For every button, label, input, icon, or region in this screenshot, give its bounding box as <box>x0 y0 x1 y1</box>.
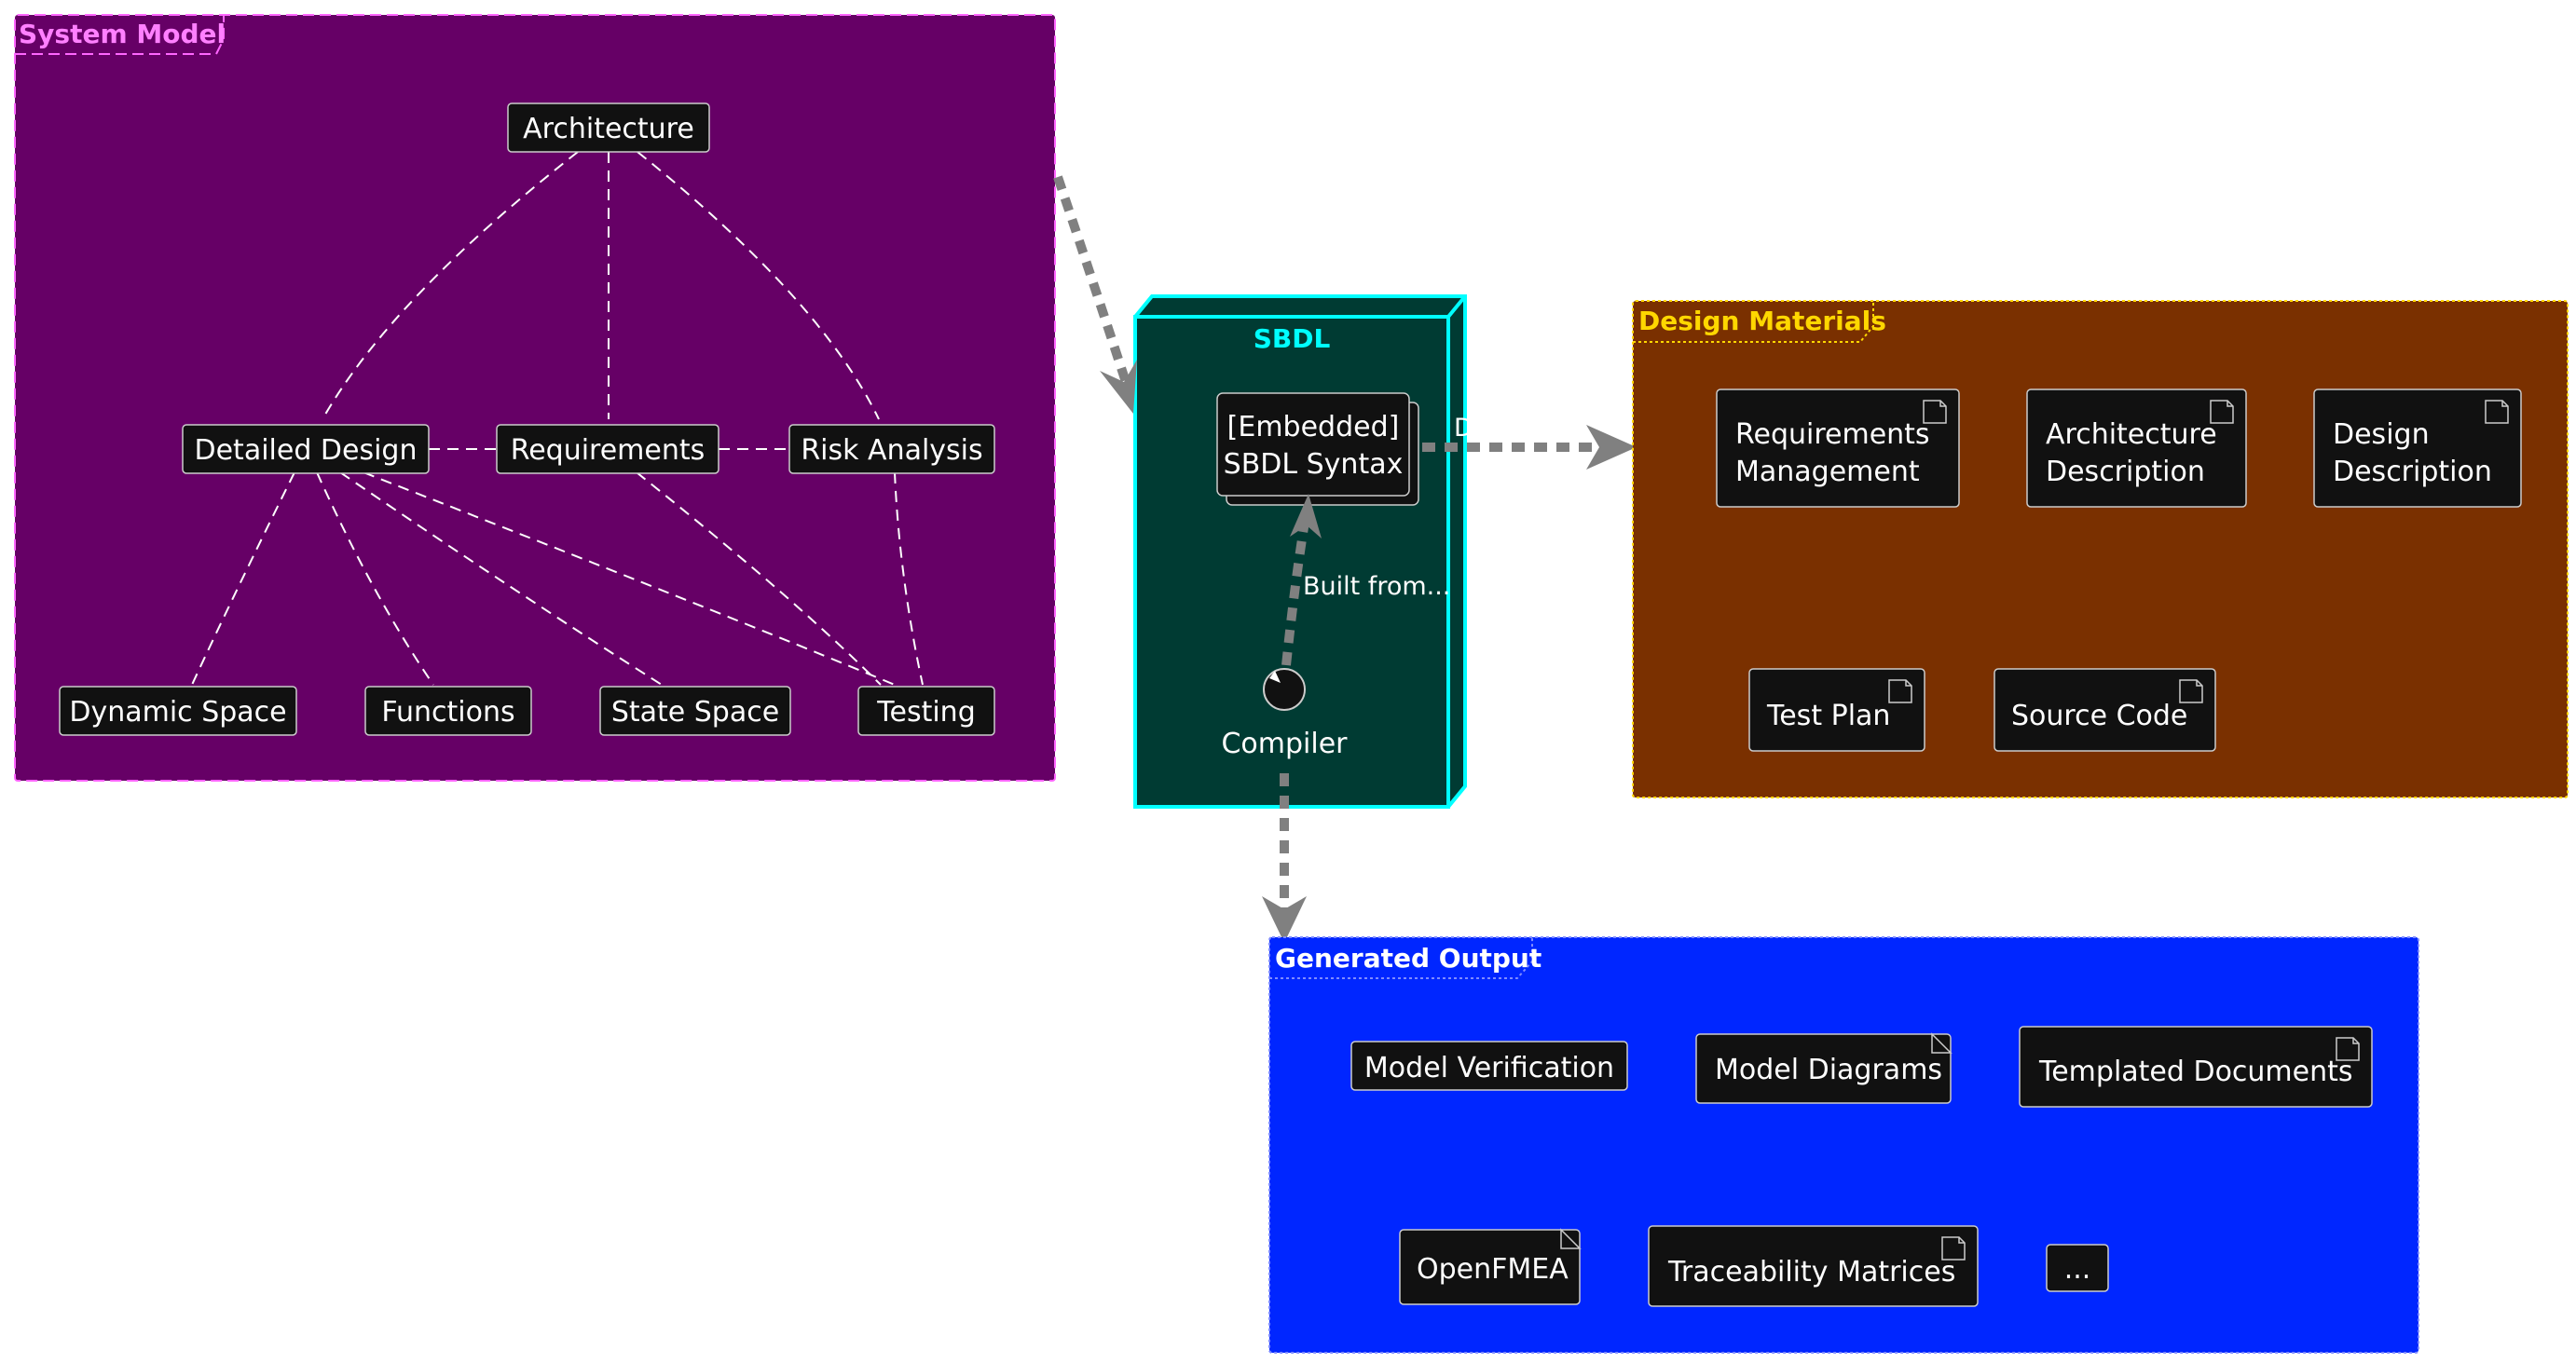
requirements-node[interactable]: Requirements <box>496 424 719 474</box>
model-verification-node[interactable]: Model Verification <box>1350 1041 1628 1091</box>
functions-node[interactable]: Functions <box>364 686 532 736</box>
svg-text:Architecture: Architecture <box>2046 418 2217 451</box>
dynamic-space-node[interactable]: Dynamic Space <box>59 686 297 736</box>
openfmea-doc[interactable]: OpenFMEA <box>1399 1228 1582 1305</box>
requirements-management-doc[interactable]: Requirements Management <box>1716 388 1960 508</box>
svg-text:Description: Description <box>2046 456 2205 488</box>
sbdl-label: SBDL <box>1254 323 1331 354</box>
svg-text:SBDL Syntax: SBDL Syntax <box>1224 448 1404 481</box>
svg-text:Test Plan: Test Plan <box>1766 700 1890 732</box>
model-diagrams-doc[interactable]: Model Diagrams <box>1695 1032 1953 1104</box>
testing-node[interactable]: Testing <box>857 686 995 736</box>
svg-text:Design: Design <box>2333 418 2430 451</box>
svg-text:OpenFMEA: OpenFMEA <box>1417 1253 1569 1286</box>
svg-text:Requirements: Requirements <box>511 434 706 467</box>
svg-text:Source Code: Source Code <box>2011 700 2187 732</box>
risk-analysis-node[interactable]: Risk Analysis <box>788 424 995 474</box>
built-from-arrow: Built from... <box>1281 494 1450 666</box>
sbdl-to-generated-output-arrow <box>1262 773 1307 943</box>
test-plan-doc[interactable]: Test Plan <box>1748 668 1925 752</box>
architecture-description-doc[interactable]: Architecture Description <box>2026 388 2247 508</box>
svg-text:Description: Description <box>2333 456 2492 488</box>
design-materials-package: Design Materials Requirements Management… <box>1632 300 2569 798</box>
design-materials-label: Design Materials <box>1638 306 1886 336</box>
ellipsis-node[interactable]: ... <box>2046 1244 2109 1292</box>
svg-text:Risk Analysis: Risk Analysis <box>801 434 982 467</box>
compiler-node[interactable]: Compiler <box>1221 668 1348 760</box>
traceability-matrices-doc[interactable]: Traceability Matrices <box>1648 1225 1979 1307</box>
svg-text:[Embedded]: [Embedded] <box>1227 411 1400 443</box>
svg-text:...: ... <box>2064 1253 2091 1286</box>
svg-text:Detailed Design: Detailed Design <box>195 434 418 467</box>
design-description-doc[interactable]: Design Description <box>2313 388 2522 508</box>
svg-text:Requirements: Requirements <box>1735 418 1930 451</box>
svg-text:Templated Documents: Templated Documents <box>2038 1056 2353 1088</box>
generated-output-package: Generated Output Model Verification Mode… <box>1268 936 2419 1354</box>
system-model-package: System Model Architecture Detailed Desig… <box>14 14 1056 782</box>
svg-text:D: D <box>1454 414 1473 443</box>
state-space-node[interactable]: State Space <box>599 686 791 736</box>
sbdl-package: SBDL [Embedded] SBDL Syntax Compiler Bui… <box>1133 294 1467 809</box>
svg-text:Model Verification: Model Verification <box>1364 1052 1614 1084</box>
system-model-to-sbdl-arrow <box>1053 175 1137 414</box>
svg-text:Management: Management <box>1735 456 1920 488</box>
svg-text:Traceability Matrices: Traceability Matrices <box>1667 1256 1955 1288</box>
generated-output-label: Generated Output <box>1275 943 1541 974</box>
templated-documents-doc[interactable]: Templated Documents <box>2019 1026 2373 1108</box>
source-code-doc[interactable]: Source Code <box>1994 668 2216 752</box>
svg-text:Compiler: Compiler <box>1221 728 1348 760</box>
compiler-arrow-icon <box>1269 671 1281 683</box>
sbdl-to-design-materials-arrow: D <box>1422 414 1637 470</box>
detailed-design-node[interactable]: Detailed Design <box>182 424 430 474</box>
system-model-links <box>191 151 924 686</box>
svg-text:Model Diagrams: Model Diagrams <box>1715 1054 1942 1086</box>
svg-text:Architecture: Architecture <box>523 113 694 145</box>
svg-text:Dynamic Space: Dynamic Space <box>69 696 286 729</box>
svg-text:Testing: Testing <box>876 696 975 729</box>
system-model-label: System Model <box>19 19 226 49</box>
svg-text:State Space: State Space <box>611 696 779 729</box>
svg-text:Functions: Functions <box>381 696 514 729</box>
embedded-sbdl-syntax-node[interactable]: [Embedded] SBDL Syntax <box>1216 392 1419 506</box>
svg-text:Built from...: Built from... <box>1303 572 1450 601</box>
architecture-node[interactable]: Architecture <box>507 102 710 153</box>
